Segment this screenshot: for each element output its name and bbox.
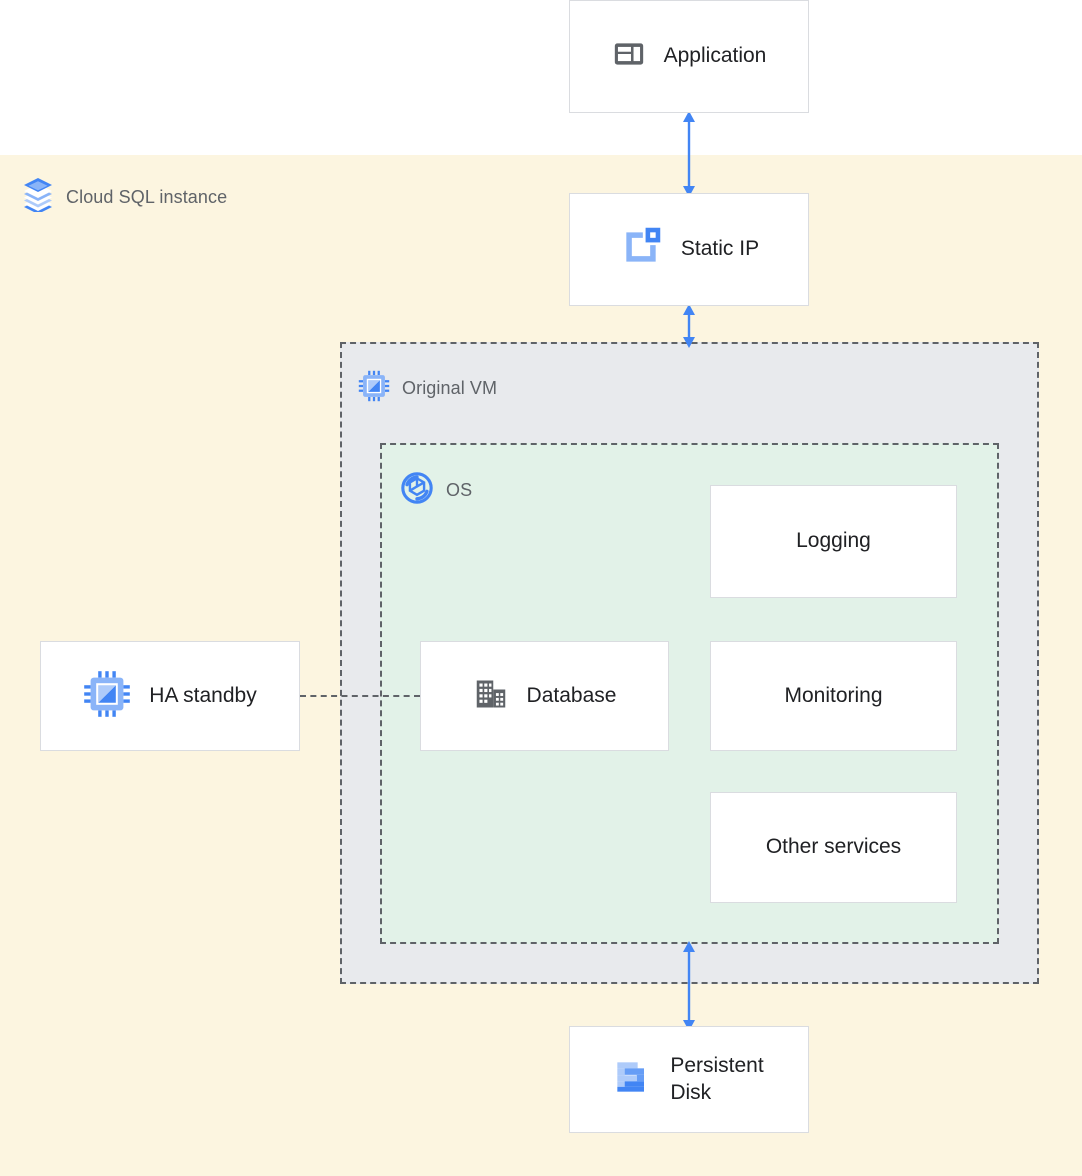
node-static-ip[interactable]: Static IP <box>569 193 809 306</box>
node-logging-label: Logging <box>796 529 871 553</box>
application-window-icon <box>612 37 646 76</box>
node-ha-standby[interactable]: HA standby <box>40 641 300 751</box>
node-other-services-label: Other services <box>765 835 902 859</box>
cloud-sql-instance-label: Cloud SQL instance <box>66 187 228 207</box>
database-building-icon <box>473 676 509 717</box>
cloud-sql-stacked-layers-icon <box>22 178 54 217</box>
arrow-os-to-persistent-disk <box>669 941 709 1031</box>
node-database[interactable]: Database <box>420 641 669 751</box>
arrow-application-to-static-ip <box>669 111 709 197</box>
node-persistent-disk-label: Persistent Disk <box>670 1053 764 1104</box>
node-application-label: Application <box>663 44 767 68</box>
node-logging[interactable]: Logging <box>710 485 957 598</box>
cloud-sql-instance-label-group: Cloud SQL instance <box>22 178 227 217</box>
original-vm-label-group: Original VM <box>358 370 497 407</box>
vm-cpu-chip-icon <box>358 370 390 407</box>
persistent-disk-step-icon <box>614 1057 654 1102</box>
vm-cpu-chip-icon <box>83 670 131 723</box>
connector-ha-standby-to-database <box>300 695 420 697</box>
os-circle-cube-icon <box>400 471 434 510</box>
os-label-group: OS <box>400 471 472 510</box>
os-label: OS <box>446 480 473 500</box>
node-database-label: Database <box>526 683 617 707</box>
node-monitoring-label: Monitoring <box>784 683 883 707</box>
arrow-static-ip-to-original-vm <box>669 304 709 348</box>
static-ip-square-icon <box>619 225 663 274</box>
node-other-services[interactable]: Other services <box>710 792 957 903</box>
node-persistent-disk[interactable]: Persistent Disk <box>569 1026 809 1133</box>
original-vm-label: Original VM <box>402 378 498 398</box>
node-application[interactable]: Application <box>569 0 809 113</box>
node-monitoring[interactable]: Monitoring <box>710 641 957 751</box>
node-ha-standby-label: HA standby <box>149 683 257 707</box>
node-static-ip-label: Static IP <box>680 237 760 261</box>
